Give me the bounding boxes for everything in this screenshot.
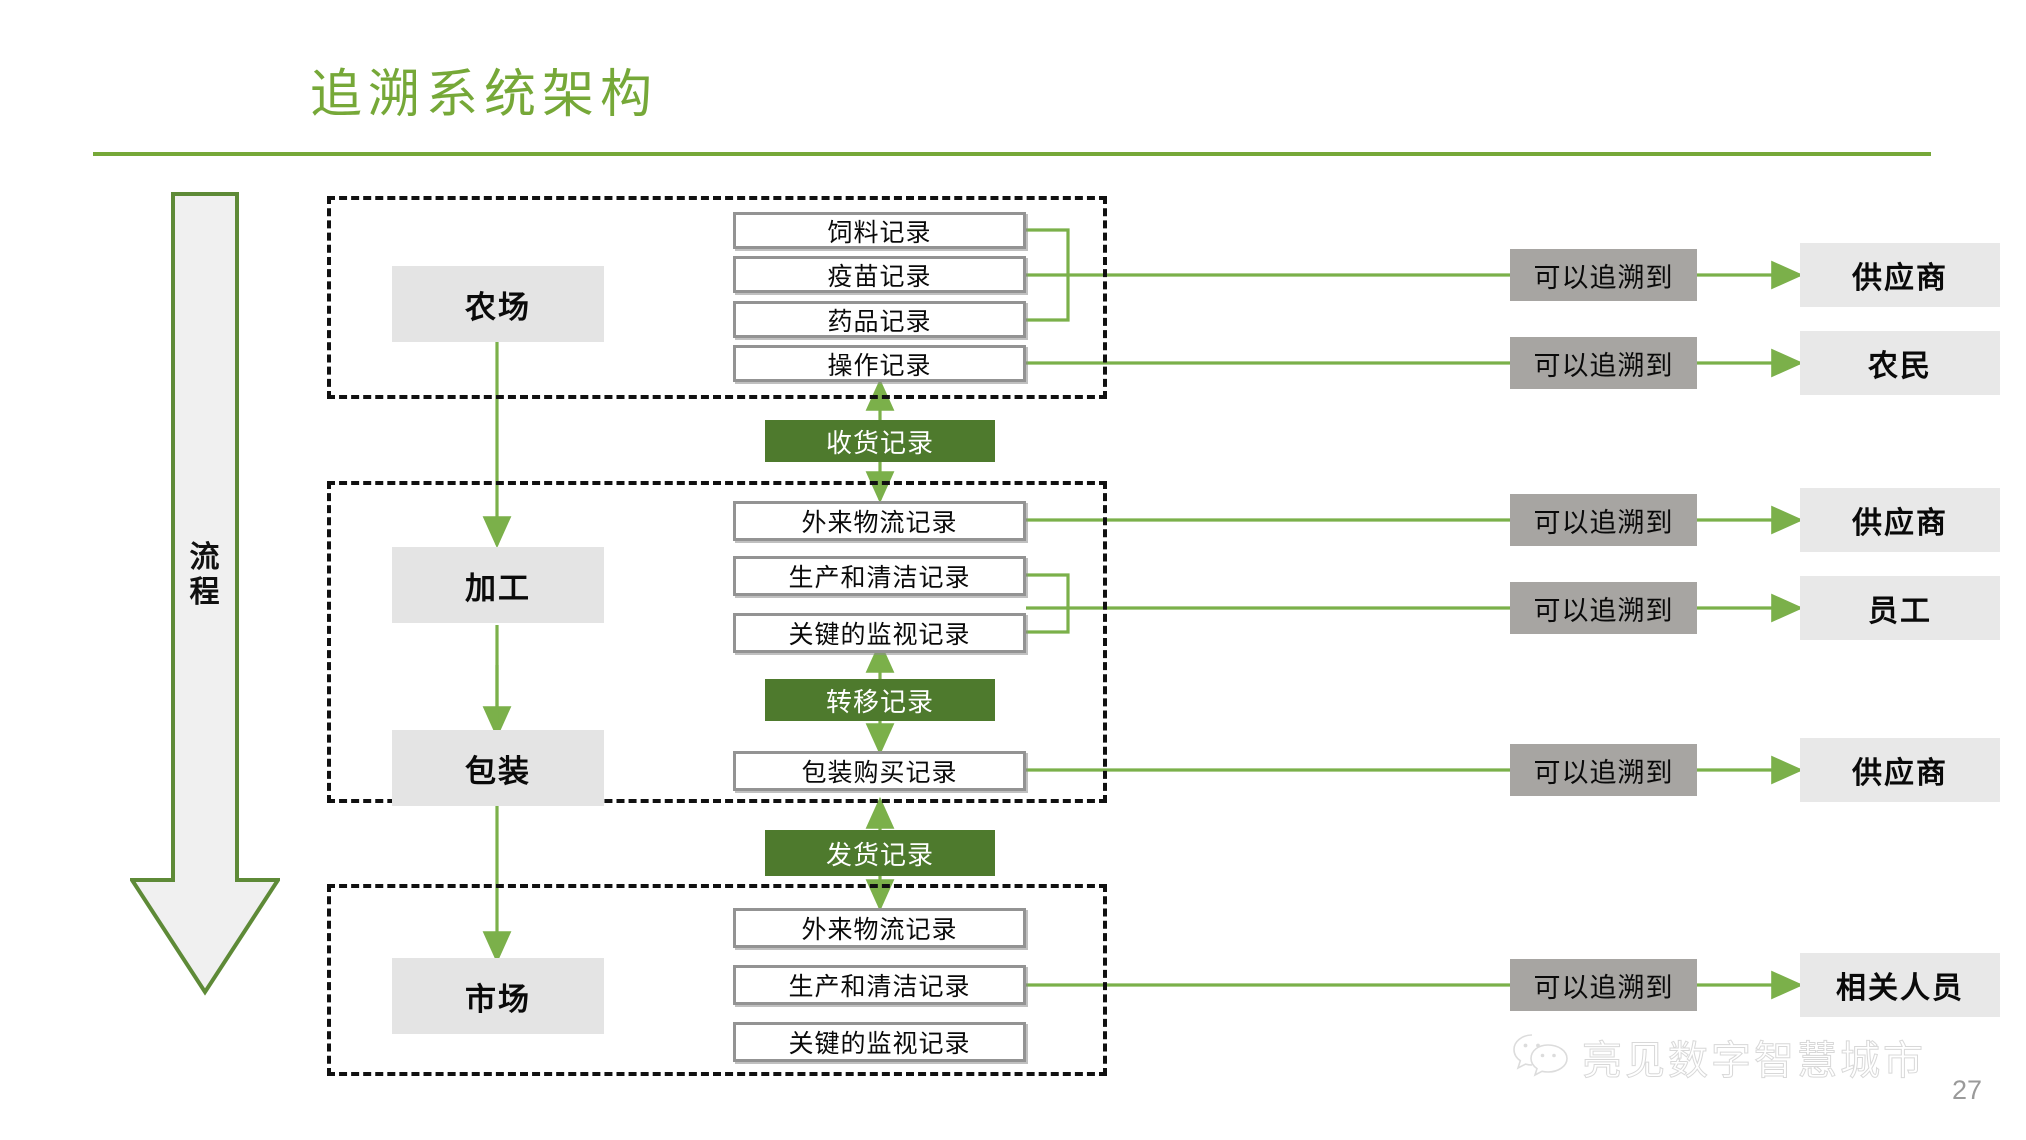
record-market-production-cleaning[interactable]: 生产和清洁记录: [733, 965, 1026, 1005]
page-number: 27: [1952, 1075, 1983, 1105]
record-proc-critical-monitoring[interactable]: 关键的监视记录: [733, 613, 1026, 653]
stage-market[interactable]: 市场: [392, 958, 604, 1034]
section-farm-group: [327, 196, 1107, 399]
stage-packaging[interactable]: 包装: [392, 730, 604, 806]
flow-label-char-2: 程: [189, 576, 221, 610]
stage-farm[interactable]: 农场: [392, 266, 604, 342]
record-farm-operation[interactable]: 操作记录: [733, 345, 1026, 382]
actor-employee[interactable]: 员工: [1800, 576, 2000, 640]
record-farm-drug[interactable]: 药品记录: [733, 301, 1026, 338]
flow-label: 流 程: [176, 540, 234, 611]
trace-to-supplier-farm[interactable]: 可以追溯到: [1510, 249, 1697, 301]
page-title: 追溯系统架构: [310, 66, 659, 124]
trace-to-farmer[interactable]: 可以追溯到: [1510, 337, 1697, 389]
actor-supplier-processing[interactable]: 供应商: [1800, 488, 2000, 552]
flow-direction-arrow: [130, 192, 280, 1022]
watermark-text: 亮见数字智慧城市: [1582, 1039, 1926, 1084]
stage-processing[interactable]: 加工: [392, 547, 604, 623]
record-packaging-purchase[interactable]: 包装购买记录: [733, 751, 1026, 791]
record-market-inbound-logistics[interactable]: 外来物流记录: [733, 908, 1026, 948]
trace-to-supplier-packaging[interactable]: 可以追溯到: [1510, 744, 1697, 796]
title-divider: [93, 152, 1931, 156]
flow-label-char-1: 流: [189, 541, 221, 574]
trace-to-related-personnel[interactable]: 可以追溯到: [1510, 959, 1697, 1011]
actor-farmer[interactable]: 农民: [1800, 331, 2000, 395]
section-market-group: [327, 884, 1107, 1076]
record-proc-inbound-logistics[interactable]: 外来物流记录: [733, 501, 1026, 541]
record-proc-production-cleaning[interactable]: 生产和清洁记录: [733, 556, 1026, 596]
actor-supplier-packaging[interactable]: 供应商: [1800, 738, 2000, 802]
connector-receiving-record[interactable]: 收货记录: [765, 420, 995, 462]
trace-to-supplier-processing[interactable]: 可以追溯到: [1510, 494, 1697, 546]
actor-supplier-farm[interactable]: 供应商: [1800, 243, 2000, 307]
connector-transfer-record[interactable]: 转移记录: [765, 679, 995, 721]
connector-shipping-record[interactable]: 发货记录: [765, 830, 995, 876]
actor-related-personnel[interactable]: 相关人员: [1800, 953, 2000, 1017]
trace-to-employee[interactable]: 可以追溯到: [1510, 582, 1697, 634]
record-farm-feed[interactable]: 饲料记录: [733, 212, 1026, 249]
wechat-icon: [1512, 1031, 1570, 1084]
record-market-critical-monitoring[interactable]: 关键的监视记录: [733, 1022, 1026, 1062]
record-farm-vaccine[interactable]: 疫苗记录: [733, 256, 1026, 293]
section-processing-group: [327, 481, 1107, 803]
watermark: 亮见数字智慧城市: [1512, 1028, 1926, 1086]
